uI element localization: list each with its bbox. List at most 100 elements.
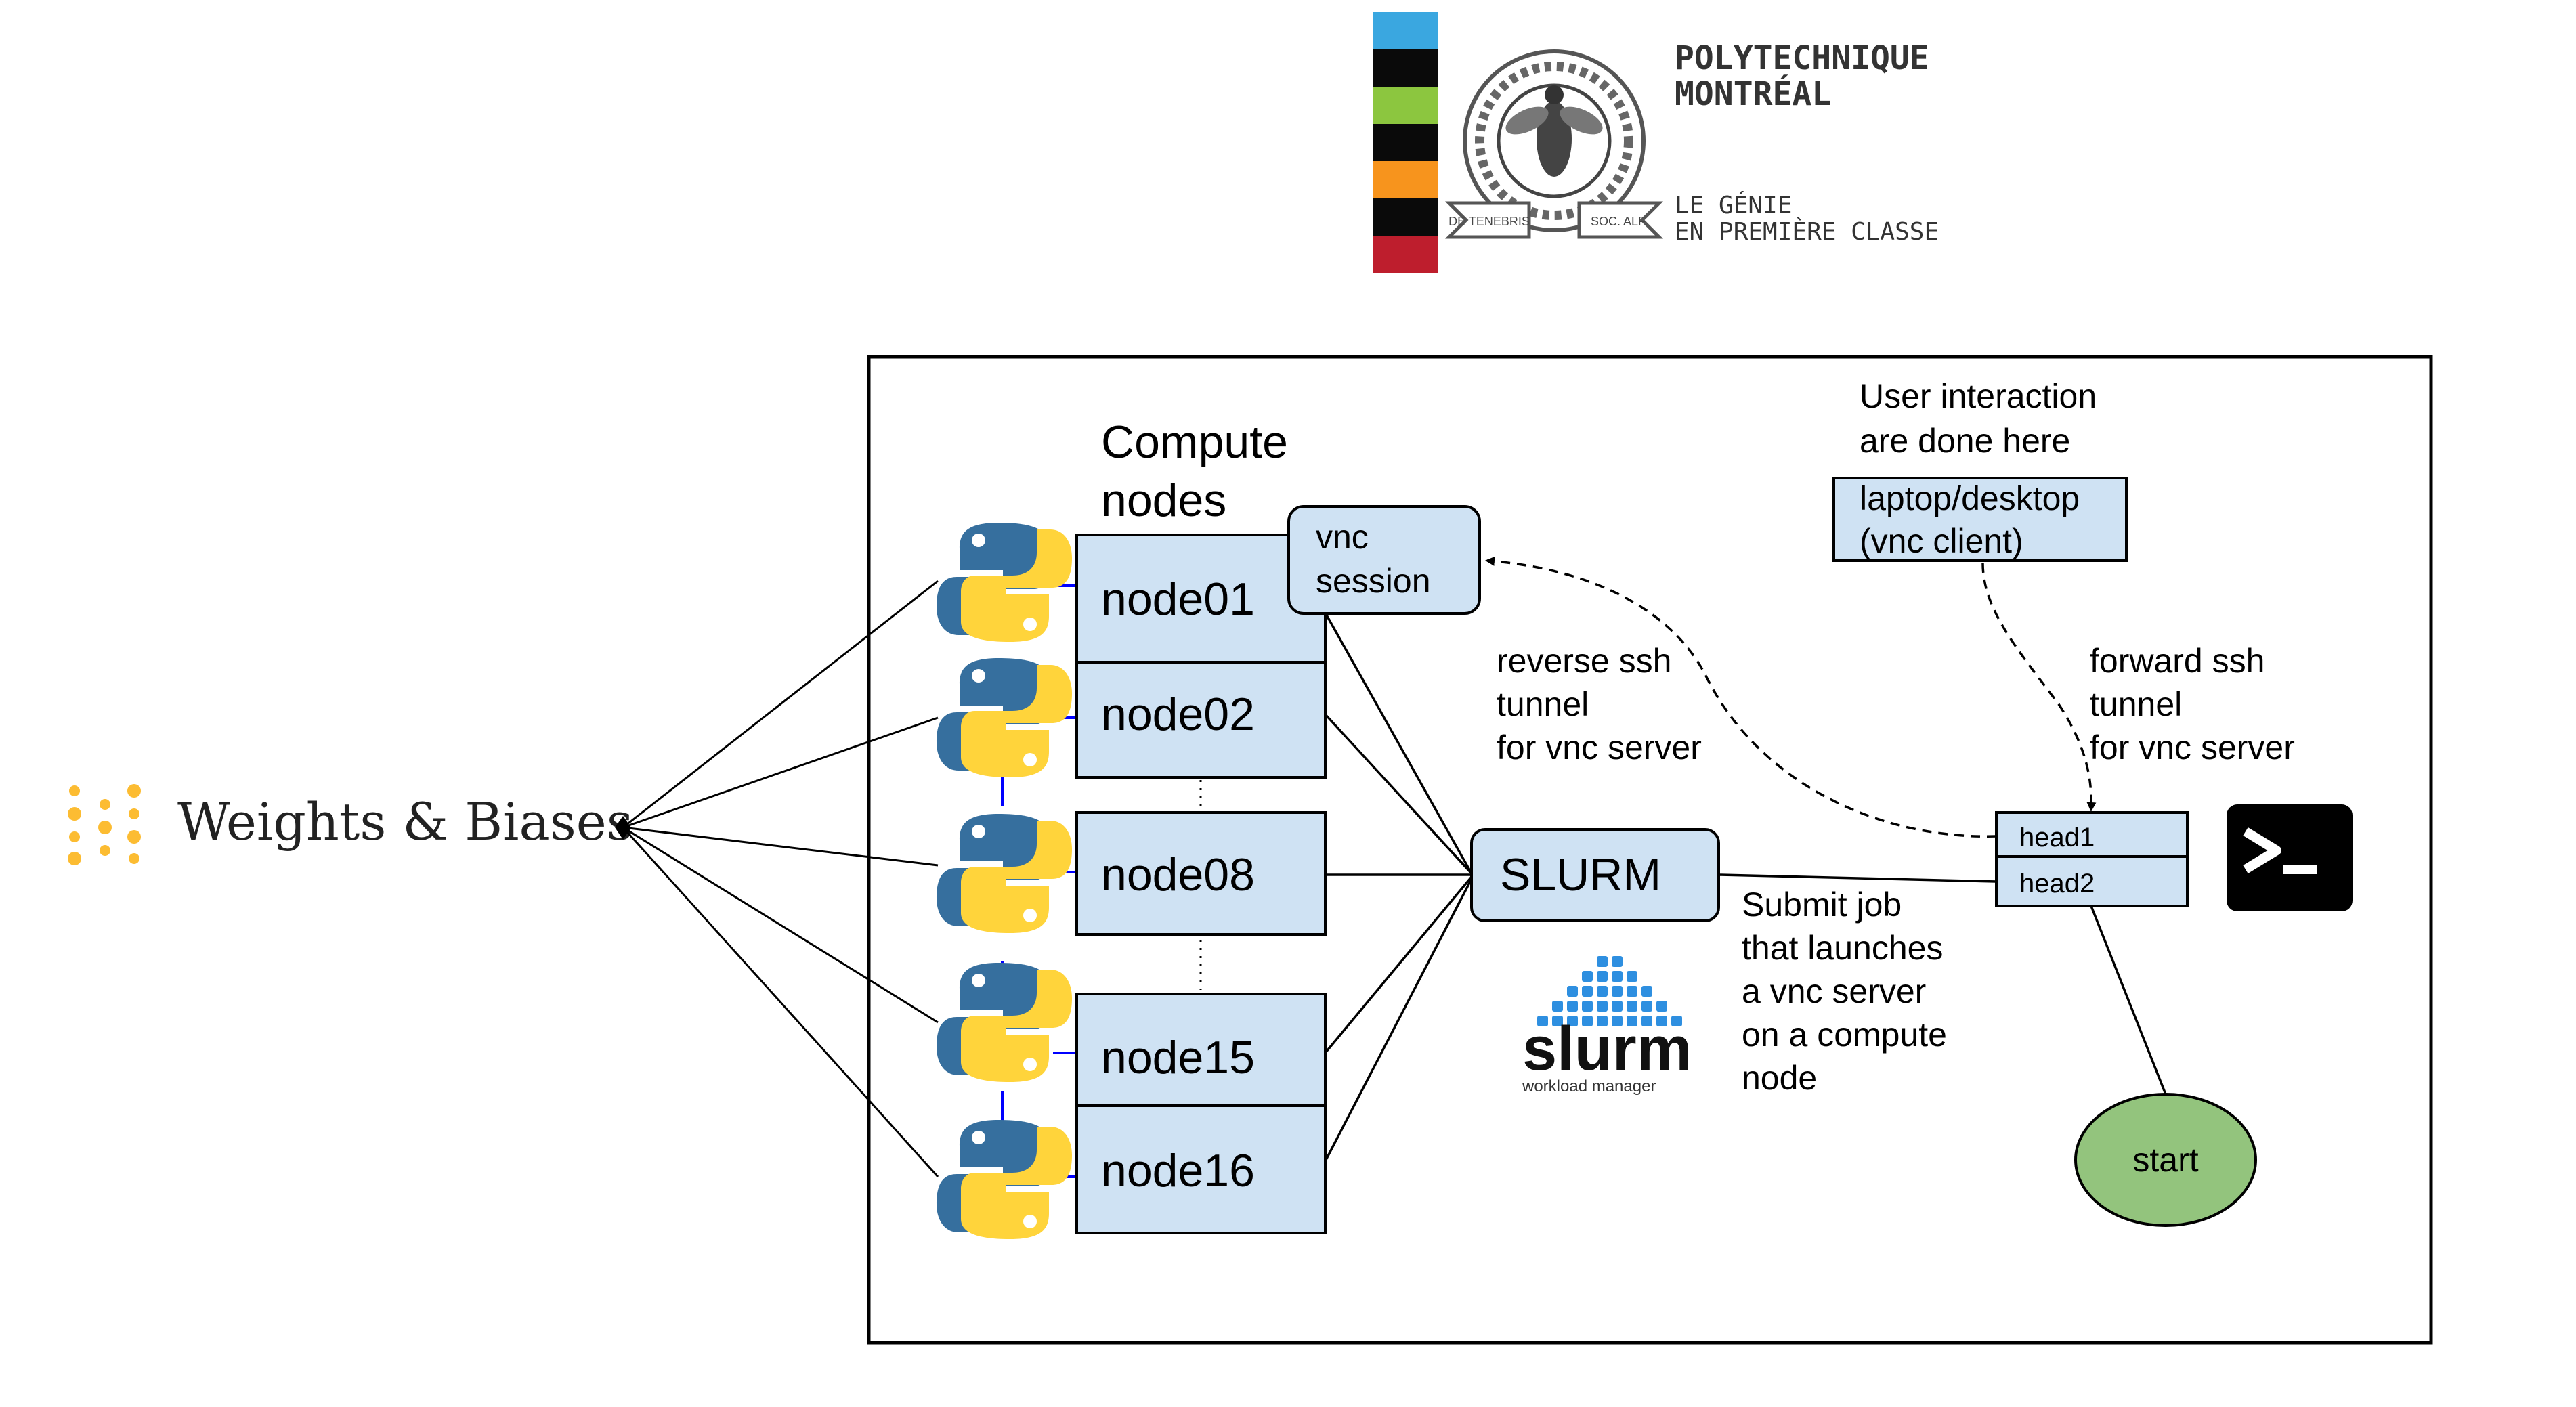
laptop-line2: (vnc client) (1860, 522, 2023, 560)
head-label: head1 (2019, 823, 2095, 852)
slurm-bar-square (1597, 1001, 1608, 1012)
seal-ribbon-right: SOC. ALF. (1591, 215, 1648, 228)
color-stripe (1373, 198, 1438, 236)
compute-title-line2: nodes (1101, 475, 1226, 526)
slurm-bar-square (1656, 1016, 1667, 1026)
slurm-logo-text: slurm (1522, 1014, 1692, 1083)
start-node[interactable]: start (2074, 1093, 2257, 1227)
forward-tunnel-arrow (1981, 563, 2097, 812)
compute-nodes: node01 node02 node08 node15 node16 (1075, 534, 1327, 1234)
submit-note-line2: that launches (1742, 929, 1943, 967)
node-label: node15 (1101, 1032, 1255, 1083)
color-stripe (1373, 161, 1438, 198)
head-box-head2[interactable]: head2 (1995, 855, 2189, 907)
slurm-bar-square (1641, 986, 1652, 997)
logo-line1: POLYTECHNIQUE (1675, 39, 1929, 77)
slurm-bar-square (1612, 956, 1623, 967)
wandb-label: Weights & Biases (177, 792, 633, 852)
slurm-bar-square (1597, 971, 1608, 982)
python-icon (937, 523, 1072, 642)
python-icon (937, 963, 1072, 1082)
slurm-bar-square (1567, 1016, 1578, 1026)
slurm-bar-square (1612, 986, 1623, 997)
slurm-bar-square (1597, 986, 1608, 997)
color-stripe (1373, 236, 1438, 273)
wandb-logo: Weights & Biases (68, 784, 633, 865)
slurm-bar-square (1612, 1016, 1623, 1026)
color-stripe (1373, 49, 1438, 87)
reverse-tunnel-line3: for vnc server (1497, 729, 1702, 766)
node-box-node16[interactable]: node16 (1075, 1104, 1327, 1234)
slurm-bar-square (1582, 986, 1593, 997)
slurm-logo: slurm workload manager (1522, 956, 1692, 1096)
slurm-bar-square (1567, 1001, 1578, 1012)
python-logos (937, 523, 1072, 1239)
slurm-bar-square (1597, 956, 1608, 967)
head-nodes: head1 head2 (1995, 811, 2189, 907)
seal-ribbon-left: DE TENEBRIS (1448, 215, 1530, 228)
slurm-bar-square (1537, 1016, 1548, 1026)
forward-tunnel-line1: forward ssh (2090, 642, 2264, 680)
slurm-bar-square (1641, 1001, 1652, 1012)
start-label: start (2132, 1141, 2198, 1179)
forward-tunnel-line2: tunnel (2090, 685, 2182, 723)
laptop-line1: laptop/desktop (1860, 479, 2080, 517)
vnc-session-box[interactable]: vnc session (1287, 505, 1481, 615)
wandb-dots-icon (68, 784, 141, 865)
vnc-session-line2: session (1316, 562, 1431, 600)
node-label: node16 (1101, 1145, 1255, 1196)
node-label: node08 (1101, 849, 1255, 901)
slurm-bars-icon (1537, 956, 1682, 1026)
submit-note-line1: Submit job (1742, 886, 1902, 924)
slurm-bar-square (1656, 1001, 1667, 1012)
forward-tunnel-line3: for vnc server (2090, 729, 2295, 766)
node-label: node02 (1101, 689, 1255, 740)
submit-note-line4: on a compute (1742, 1016, 1947, 1054)
vnc-session-line1: vnc (1316, 518, 1369, 556)
submit-note-line5: node (1742, 1059, 1817, 1097)
slurm-node-connections (1324, 612, 1473, 1162)
slurm-label: SLURM (1500, 849, 1661, 901)
compute-title-line1: Compute (1101, 416, 1288, 468)
slurm-bar-square (1627, 1001, 1637, 1012)
slurm-bar-square (1627, 971, 1637, 982)
slurm-bar-square (1582, 1001, 1593, 1012)
head-box-head1[interactable]: head1 (1995, 811, 2189, 858)
slurm-box[interactable]: SLURM (1470, 828, 1720, 922)
logo-tagline2: EN PREMIÈRE CLASSE (1675, 217, 1939, 246)
slurm-bar-square (1567, 986, 1578, 997)
node-box-node08[interactable]: node08 (1075, 811, 1327, 936)
cluster-frame (867, 355, 2433, 1345)
node-box-node01[interactable]: node01 (1075, 534, 1327, 664)
node-label: node01 (1101, 573, 1255, 625)
color-stripe (1373, 12, 1438, 49)
slurm-bar-square (1582, 971, 1593, 982)
slurm-bar-square (1612, 971, 1623, 982)
start-connection (2090, 905, 2167, 1095)
reverse-tunnel-arrow (1485, 556, 1997, 838)
slurm-logo-sub: workload manager (1522, 1077, 1656, 1096)
slurm-bar-square (1627, 986, 1637, 997)
color-stripe (1373, 87, 1438, 124)
polytechnique-logo: DE TENEBRIS SOC. ALF. POLYTECHNIQUE MONT… (1373, 12, 1939, 273)
python-icon (937, 814, 1072, 933)
slurm-bar-square (1671, 1016, 1682, 1026)
logo-tagline1: LE GÉNIE (1675, 191, 1792, 219)
color-stripes (1373, 12, 1438, 273)
reverse-tunnel-line1: reverse ssh (1497, 642, 1671, 680)
submit-note-line3: a vnc server (1742, 972, 1926, 1010)
head-label: head2 (2019, 869, 2095, 899)
python-icon (937, 658, 1072, 777)
node-box-node15[interactable]: node15 (1075, 993, 1327, 1107)
slurm-bar-square (1552, 1016, 1563, 1026)
slurm-bar-square (1627, 1016, 1637, 1026)
slurm-bar-square (1552, 1001, 1563, 1012)
slurm-head-connection (1718, 873, 1997, 883)
color-stripe (1373, 124, 1438, 161)
node-box-node02[interactable]: node02 (1075, 661, 1327, 779)
user-note-line1: User interaction (1860, 377, 2097, 415)
slurm-bar-square (1612, 1001, 1623, 1012)
laptop-box[interactable]: laptop/desktop (vnc client) (1832, 477, 2128, 562)
slurm-bar-square (1641, 1016, 1652, 1026)
logo-line2: MONTRÉAL (1675, 74, 1831, 113)
